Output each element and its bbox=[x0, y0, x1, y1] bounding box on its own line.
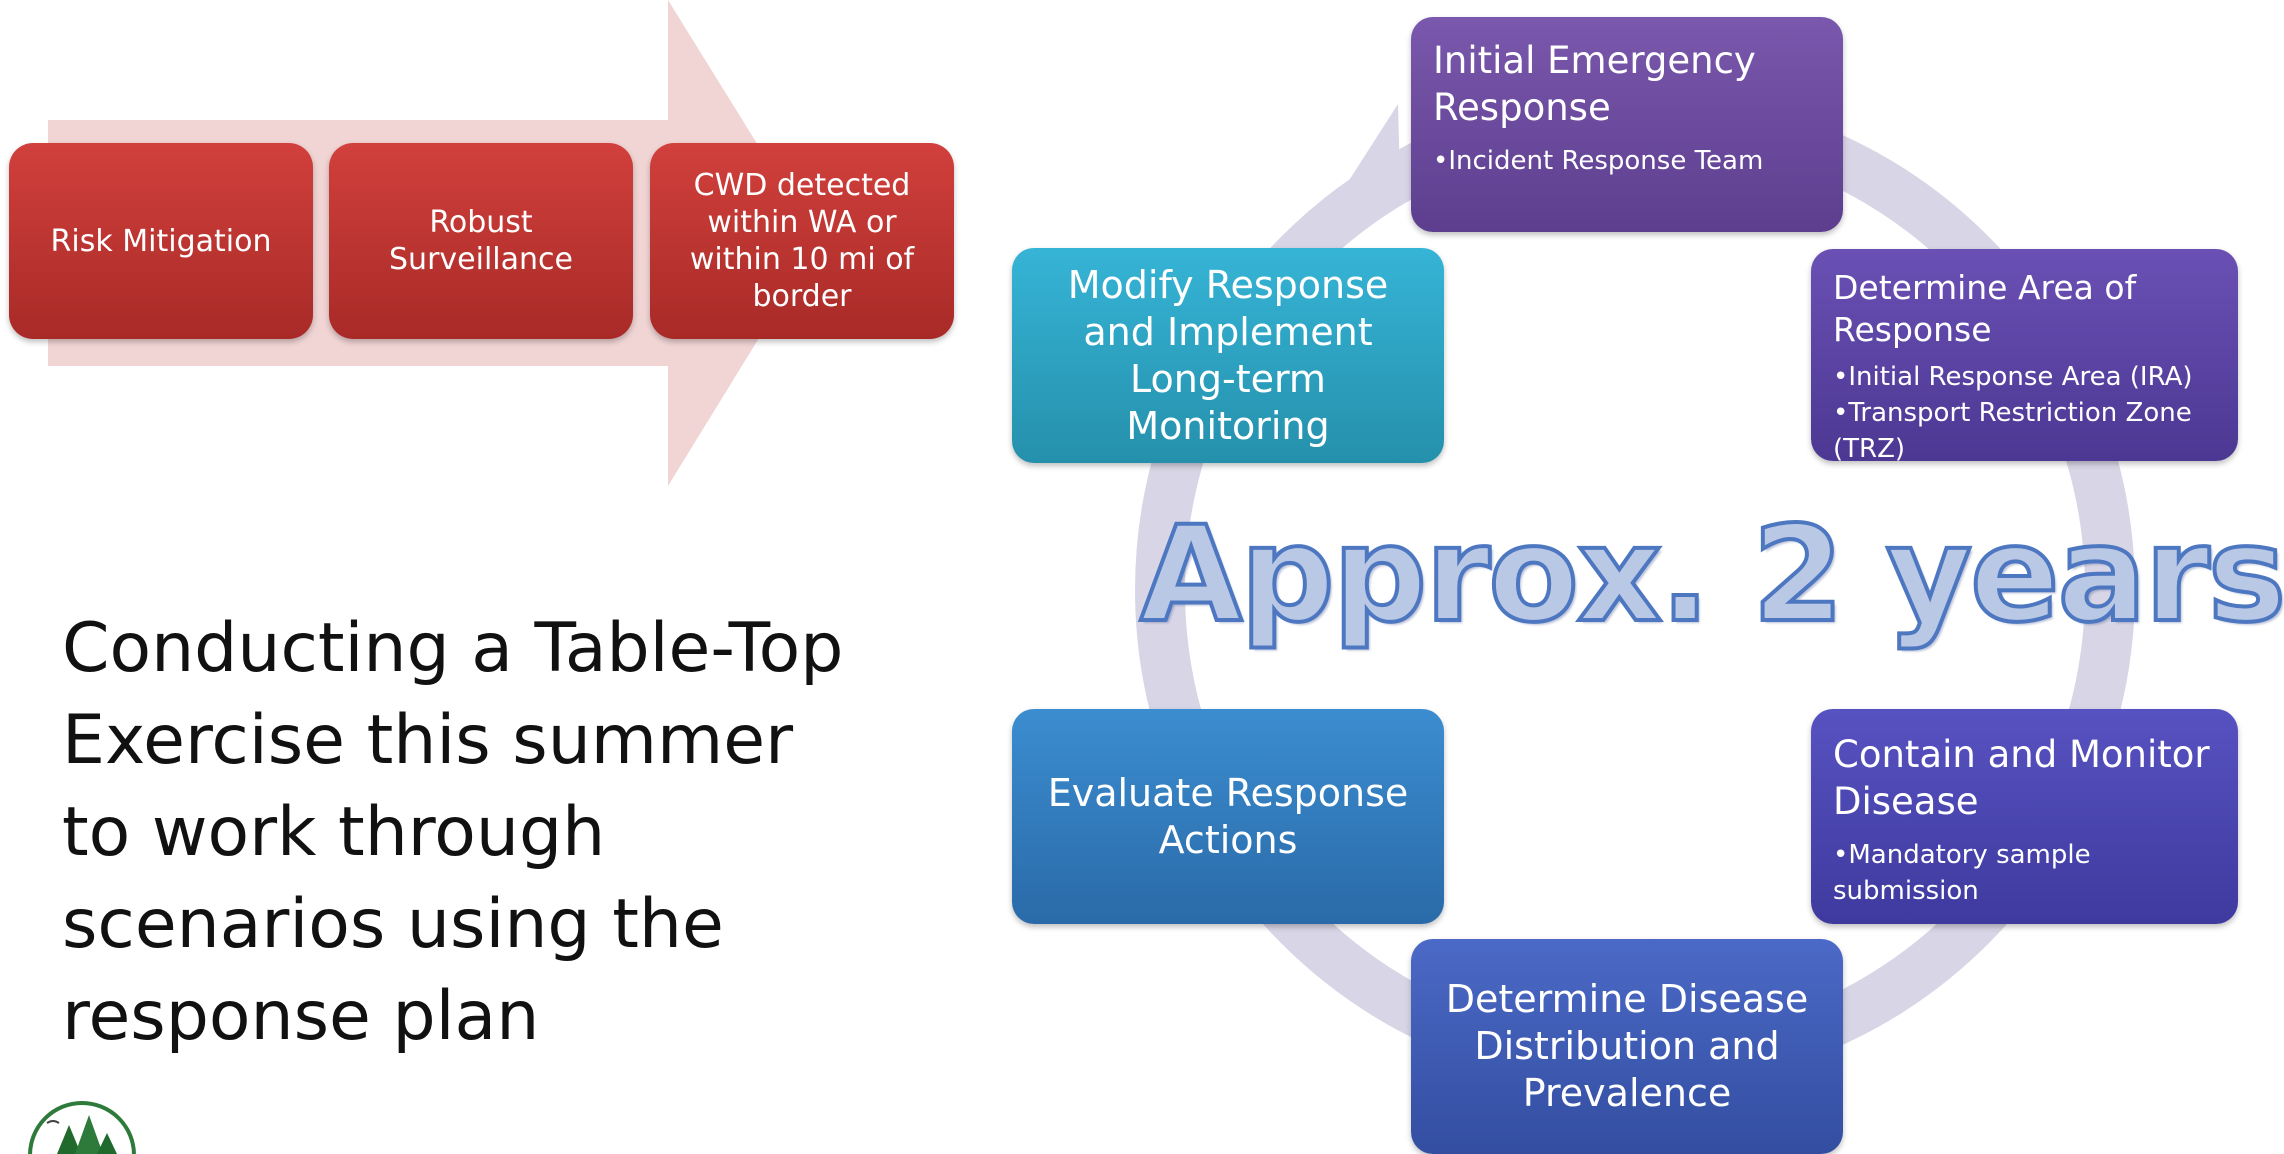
cycle-step-title: Contain and Monitor Disease bbox=[1833, 733, 2210, 823]
cycle-step-title: Determine Area of Response bbox=[1833, 268, 2137, 349]
cycle-step-determine-area: Determine Area of Response Initial Respo… bbox=[1811, 249, 2238, 464]
process-step-robust-surveillance: Robust Surveillance bbox=[329, 143, 633, 339]
process-step-risk-mitigation: Risk Mitigation bbox=[9, 143, 313, 339]
cycle-step-title: Determine Disease Distribution and Preva… bbox=[1445, 977, 1809, 1115]
cycle-step-bullet: Transport Restriction Zone (TRZ) bbox=[1833, 395, 2238, 467]
cycle-step-contain-monitor: Contain and Monitor Disease Mandatory sa… bbox=[1811, 709, 2238, 924]
agency-logo-icon bbox=[28, 1101, 136, 1154]
cycle-duration-label: Approx. 2 years bbox=[1138, 498, 2284, 652]
cycle-step-title: Modify Response and Implement Long-term … bbox=[1067, 262, 1389, 448]
process-step-label: Robust Surveillance bbox=[389, 205, 573, 277]
cycle-step-title: Evaluate Response Actions bbox=[1047, 770, 1409, 862]
process-step-label: Risk Mitigation bbox=[50, 223, 272, 259]
process-step-label: CWD detected within WA or within 10 mi o… bbox=[689, 168, 915, 314]
main-statement: Conducting a Table-Top Exercise this sum… bbox=[62, 609, 844, 1056]
cycle-step-distribution-prevalence: Determine Disease Distribution and Preva… bbox=[1411, 939, 1843, 1154]
cycle-step-bullet: Initial Response Area (IRA) bbox=[1833, 359, 2238, 395]
cycle-step-modify-response: Modify Response and Implement Long-term … bbox=[1012, 248, 1444, 463]
cycle-step-bullet: Incident Response Team bbox=[1433, 143, 1843, 179]
process-step-cwd-detected: CWD detected within WA or within 10 mi o… bbox=[650, 143, 954, 339]
cycle-step-evaluate-response: Evaluate Response Actions bbox=[1012, 709, 1444, 924]
cycle-step-title: Initial Emergency Response bbox=[1433, 39, 1756, 129]
cycle-step-initial-emergency-response: Initial Emergency Response Incident Resp… bbox=[1411, 17, 1843, 232]
cycle-step-bullet: Mandatory sample submission bbox=[1833, 837, 2238, 909]
